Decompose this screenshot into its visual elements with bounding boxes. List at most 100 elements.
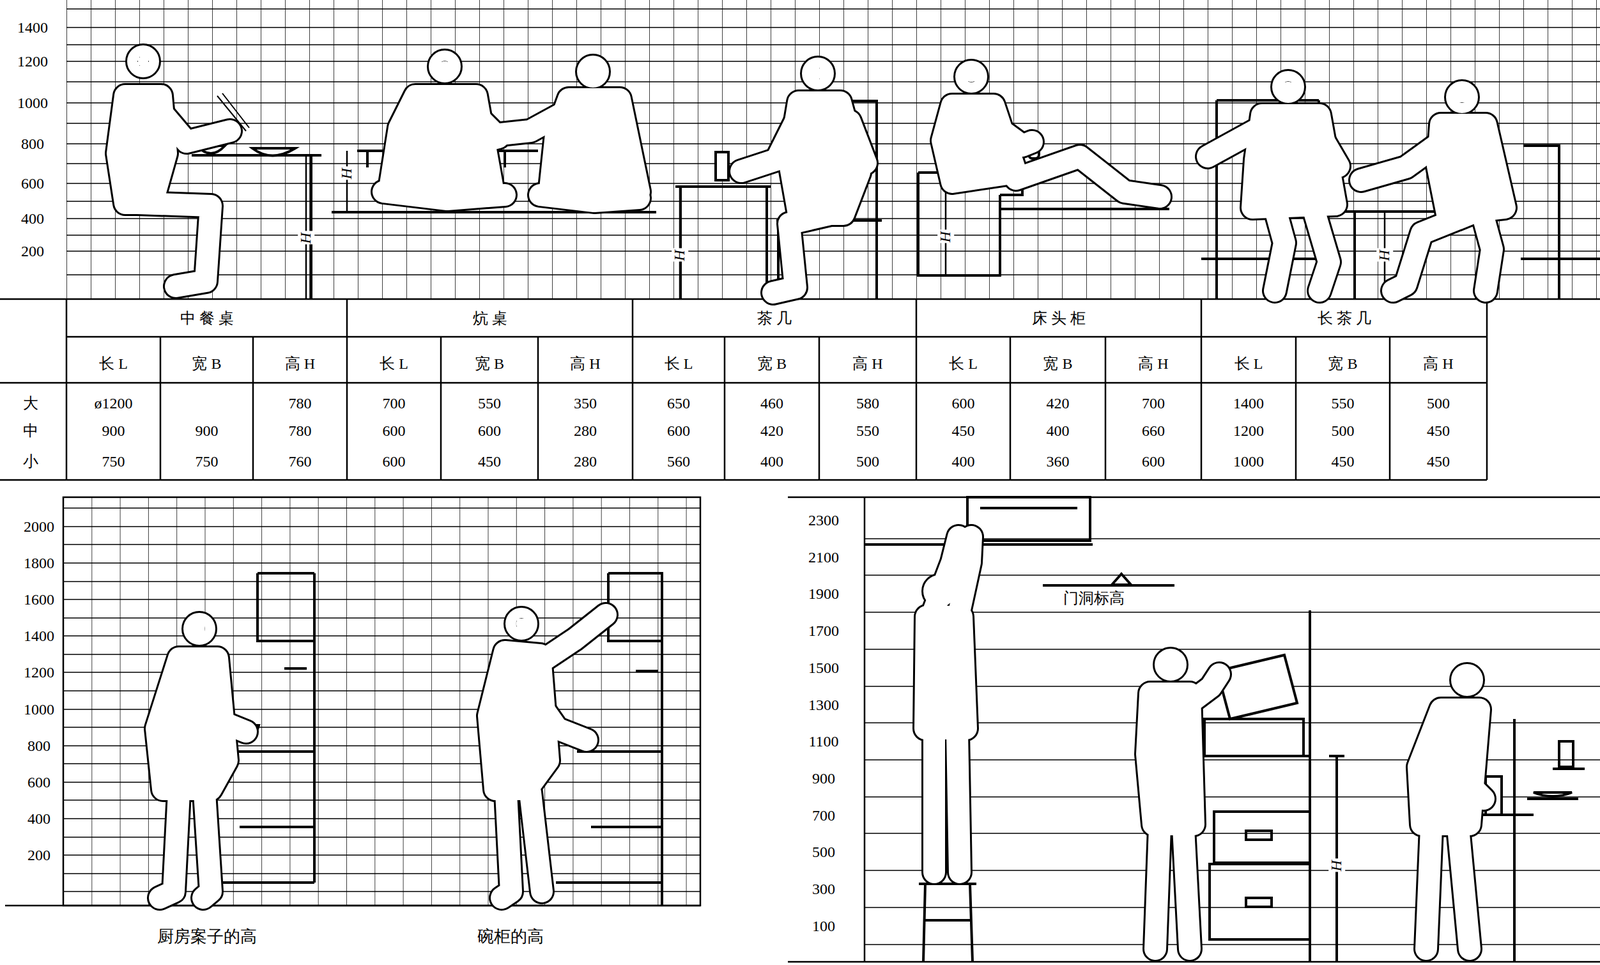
table-cell: 600 <box>665 422 692 439</box>
axis-value: 1000 <box>22 700 56 717</box>
table-cell: 400 <box>950 453 977 470</box>
table-header: 长 茶 几 <box>1316 309 1373 327</box>
table-header: 床 头 柜 <box>1030 309 1087 327</box>
table-lines <box>160 336 1390 480</box>
table-cell: 450 <box>1425 422 1452 439</box>
table-cell: 1400 <box>1231 394 1266 412</box>
furniture <box>1533 792 1572 797</box>
table-cell: 420 <box>1045 394 1071 412</box>
axis-value: 2000 <box>22 518 56 535</box>
caption-text: 厨房案子的高 <box>155 927 259 947</box>
table-subheader: 宽 B <box>473 355 506 372</box>
table-subheader: 长 L <box>97 355 130 372</box>
axis-value: 1600 <box>22 591 56 608</box>
furniture <box>715 152 729 181</box>
table-cell: 400 <box>759 453 785 470</box>
caption-text: 碗柜的高 <box>476 927 546 947</box>
axis-value: 1700 <box>807 622 841 639</box>
table-lines <box>0 299 1600 480</box>
dimension-symbol: H <box>1376 247 1393 262</box>
axis-value: 1400 <box>22 627 56 645</box>
table-subheader: 宽 B <box>1041 355 1074 372</box>
table-cell: 450 <box>950 422 977 439</box>
table-cell: 280 <box>572 422 599 439</box>
table-cell: 450 <box>1425 453 1452 470</box>
table-subheader: 高 H <box>283 355 317 372</box>
axis-value: 800 <box>26 736 52 754</box>
table-header: 炕 桌 <box>471 309 509 327</box>
table-cell: 600 <box>381 453 408 470</box>
furniture <box>1246 897 1272 907</box>
furniture <box>1520 145 1600 300</box>
table-cell: 400 <box>1045 422 1071 439</box>
table-cell: 600 <box>950 394 977 412</box>
human-figure <box>117 56 1505 949</box>
axis-value: 200 <box>19 242 46 260</box>
axis-value: 200 <box>26 846 52 864</box>
axis-value: 1200 <box>22 663 56 681</box>
furniture <box>1559 741 1574 767</box>
furniture <box>1042 573 1175 586</box>
table-cell: 660 <box>1140 422 1167 439</box>
axis-value: 1800 <box>22 554 56 572</box>
table-cell: 780 <box>287 422 314 439</box>
table-cell: 280 <box>572 453 599 470</box>
row-label: 大 <box>21 394 40 412</box>
human-figure <box>117 56 1505 949</box>
furniture <box>191 93 1600 962</box>
axis-value: 1200 <box>15 53 50 70</box>
table-subheader: 宽 B <box>1326 355 1359 372</box>
axis-value: 1500 <box>807 659 841 677</box>
axis-value: 2100 <box>807 548 841 565</box>
door-height-label: 门洞标高 <box>1061 589 1126 607</box>
table-subheader: 宽 B <box>190 355 223 372</box>
furniture <box>918 883 977 962</box>
table-cell: 1200 <box>1231 422 1266 439</box>
table-subheader: 长 L <box>378 355 410 372</box>
axis-value: 400 <box>26 810 52 827</box>
grid <box>5 904 701 907</box>
table-subheader: 长 L <box>663 355 695 372</box>
table-subheader: 高 H <box>568 355 602 372</box>
axis-value: 300 <box>810 880 837 898</box>
table-cell: 350 <box>572 394 599 412</box>
table-cell: 700 <box>1140 394 1167 412</box>
table-cell: 420 <box>759 422 785 439</box>
axis-value: 800 <box>19 135 46 153</box>
table-cell: 900 <box>100 422 127 439</box>
furniture <box>675 186 771 300</box>
table-subheader: 高 H <box>1421 355 1455 372</box>
table-subheader: 长 L <box>947 355 979 372</box>
human-figure <box>117 56 1505 949</box>
dimension-symbol: H <box>671 247 689 262</box>
table-subheader: 高 H <box>851 355 884 372</box>
row-label: 小 <box>21 453 40 470</box>
table-cell: 450 <box>1330 453 1356 470</box>
axis-value: 700 <box>810 806 837 824</box>
table-cell: 700 <box>381 394 408 412</box>
table-cell: 1000 <box>1231 453 1266 470</box>
table-cell: 580 <box>854 394 881 412</box>
dimension-symbol: H <box>937 229 954 243</box>
axis-value: 600 <box>19 175 46 192</box>
table-cell: 600 <box>1140 453 1167 470</box>
table-cell: ø1200 <box>93 394 135 412</box>
table-cell: 750 <box>194 453 220 470</box>
axis-value: 900 <box>810 769 837 787</box>
dimension-symbol: H <box>297 230 315 245</box>
table-lines <box>66 299 1487 480</box>
table-cell: 780 <box>287 394 314 412</box>
grid <box>5 0 1600 962</box>
axis-value: 600 <box>26 773 52 790</box>
table-header: 中 餐 桌 <box>178 309 236 327</box>
table-cell: 550 <box>1330 394 1356 412</box>
table-cell: 500 <box>1425 394 1452 412</box>
axis-value: 1400 <box>15 19 50 36</box>
axis-value: 1300 <box>807 695 841 713</box>
table-cell: 900 <box>194 422 220 439</box>
table-header: 茶 几 <box>755 309 793 327</box>
table-cell: 550 <box>476 394 503 412</box>
dimension-symbol: H <box>1328 858 1346 872</box>
